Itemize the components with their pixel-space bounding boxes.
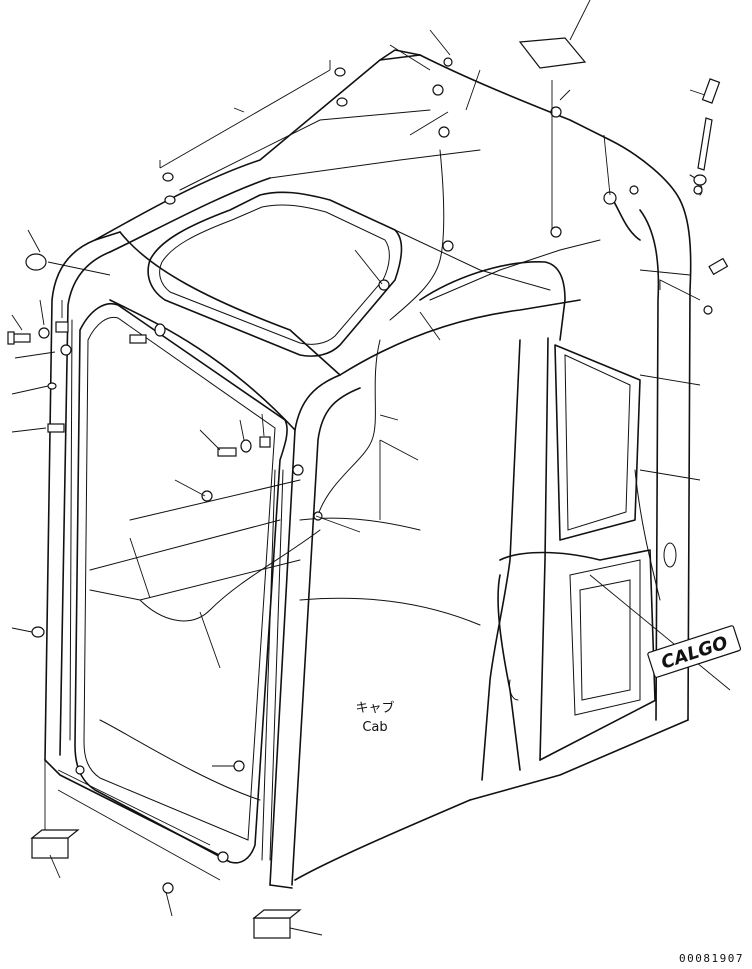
figure-number: 00081907 [679,952,744,965]
cab-label-en: Cab [362,720,387,735]
fasteners [7,57,729,894]
bolt-left-1 [7,331,31,345]
leader-lines [11,0,731,936]
cab-frame [44,49,703,889]
roof-cover-plate [518,37,587,69]
cap-part [25,253,47,271]
cab-label-jp: キャブ [355,700,394,716]
mount-front-right [253,917,291,939]
floor-mounts [30,829,302,939]
